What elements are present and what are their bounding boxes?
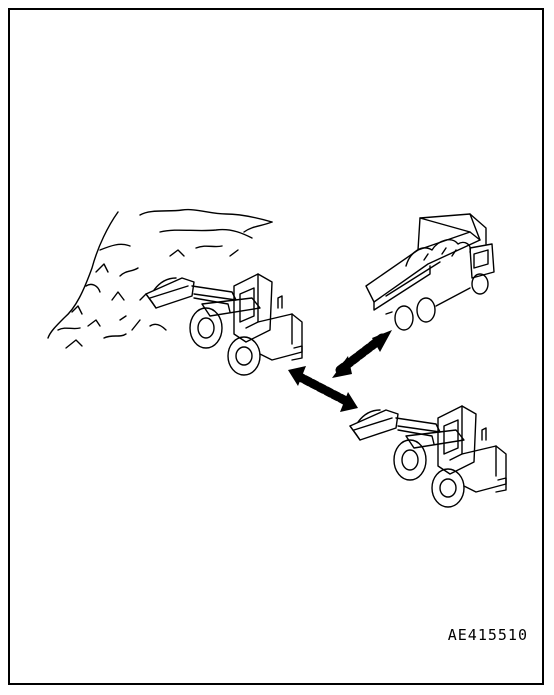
wheel-loader-icon [146, 274, 302, 375]
figure-code: AE415510 [448, 626, 528, 644]
soil-pile-icon [48, 210, 272, 348]
double-arrow-icon [332, 330, 392, 378]
dump-truck-icon [366, 214, 494, 330]
wheel-loader-icon [350, 406, 506, 507]
